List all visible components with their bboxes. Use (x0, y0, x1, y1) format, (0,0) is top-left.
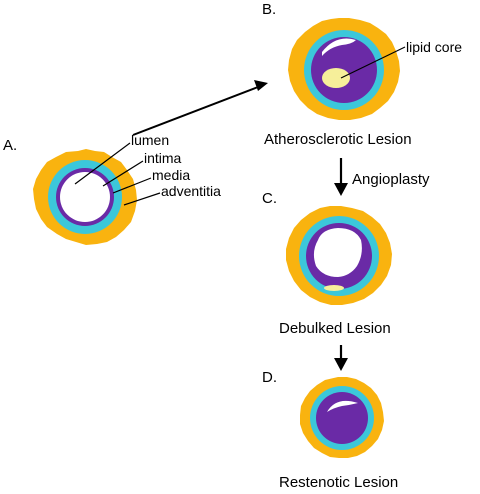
media-leader-line (112, 177, 152, 194)
artery-b (288, 18, 400, 120)
artery-c (286, 206, 392, 305)
progression-arrow-line (132, 86, 259, 136)
artery-a (33, 149, 137, 245)
panel-c-letter: C. (262, 190, 277, 207)
progression-arrowhead (254, 80, 268, 91)
lipid-core-leader-line (340, 46, 406, 79)
intima-d (316, 392, 368, 444)
panel-c-caption: Debulked Lesion (279, 320, 391, 337)
media-label: media (152, 167, 190, 183)
lumen-leader-line (74, 142, 131, 185)
lumen-label: lumen (131, 132, 169, 148)
intima-leader-line (102, 160, 144, 187)
panel-a-letter: A. (3, 137, 17, 154)
panel-d-caption: Restenotic Lesion (279, 474, 398, 491)
adventitia-leader-line (123, 192, 161, 206)
intima-label: intima (144, 150, 182, 166)
adventitia-label: adventitia (161, 183, 221, 199)
lumen-d (327, 400, 358, 412)
lipid-core-label: lipid core (406, 39, 462, 55)
artery-d (300, 377, 384, 458)
panel-b-caption: Atherosclerotic Lesion (264, 131, 412, 148)
lumen-a (60, 172, 110, 222)
lipid-core-b (322, 68, 350, 88)
lumen-c (313, 228, 362, 277)
panel-b-letter: B. (262, 1, 276, 18)
lumen-b (322, 38, 356, 56)
restenosis-arrowhead (334, 358, 348, 371)
angioplasty-arrowhead (334, 183, 348, 196)
lipid-core-c (324, 285, 344, 291)
panel-d-letter: D. (262, 369, 277, 386)
angioplasty-label: Angioplasty (352, 171, 430, 188)
